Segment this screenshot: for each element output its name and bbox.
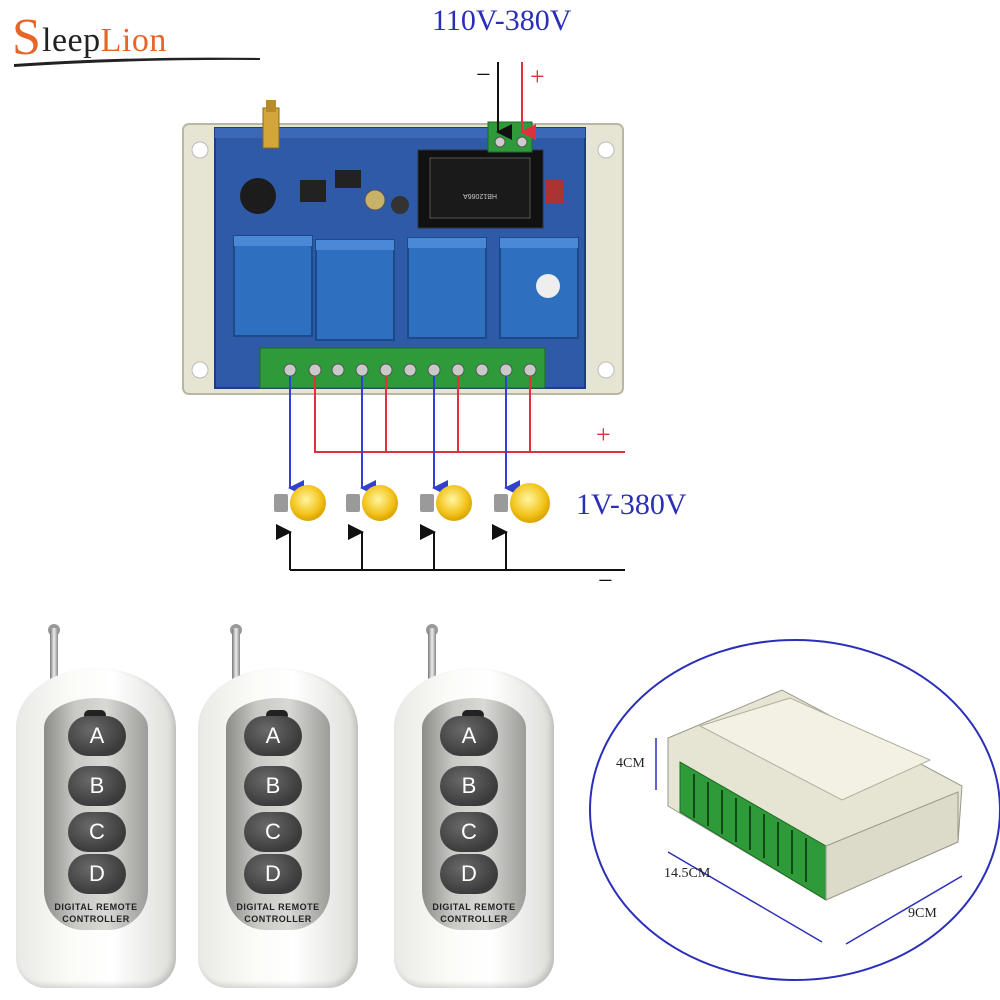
input-terminal-block (487, 121, 533, 153)
bulb-icon (346, 485, 398, 521)
logo-word-1: leep (42, 22, 101, 59)
remote-button-d[interactable]: D (68, 854, 126, 894)
remote-button-c[interactable]: C (68, 812, 126, 852)
remote-label-line1: DIGITAL REMOTE (236, 902, 320, 912)
relay-1 (233, 235, 313, 337)
remote-label-line2: CONTROLLER (244, 914, 312, 924)
load-positive-bus (314, 376, 625, 453)
antenna-icon (50, 628, 58, 686)
remote-button-a[interactable]: A (244, 716, 302, 756)
input-minus-sign: − (476, 60, 491, 89)
logo-swoosh (14, 57, 260, 67)
logo-wordmark: leepLion (42, 22, 167, 60)
load-plus-sign: + (596, 420, 611, 449)
remote-button-b[interactable]: B (244, 766, 302, 806)
antenna-icon (232, 628, 240, 686)
relay-2 (315, 239, 395, 341)
bulb-icon (274, 485, 326, 521)
bulb-icon (494, 483, 550, 523)
brand-logo: S leepLion (12, 9, 262, 67)
remote-label-line2: CONTROLLER (440, 914, 508, 924)
antenna-icon (428, 628, 436, 686)
remote-button-b[interactable]: B (440, 766, 498, 806)
logo-word-2: Lion (100, 22, 167, 59)
input-plus-sign: + (530, 62, 545, 91)
remote-button-c[interactable]: C (244, 812, 302, 852)
remote-label-line1: DIGITAL REMOTE (432, 902, 516, 912)
load-negative-bus (276, 524, 625, 571)
relay-3 (407, 237, 487, 339)
load-minus-sign: − (598, 566, 613, 595)
remote-label-line2: CONTROLLER (62, 914, 130, 924)
remote-led (462, 710, 484, 720)
remote-label-line1: DIGITAL REMOTE (54, 902, 138, 912)
remote-led (84, 710, 106, 720)
remote-button-b[interactable]: B (68, 766, 126, 806)
enclosure-dimension-drawing (589, 639, 1000, 981)
dimension-width-label: 9CM (908, 906, 937, 921)
remote-controller: A B C D DIGITAL REMOTE CONTROLLER (198, 624, 358, 988)
dimension-length-label: 14.5CM (664, 866, 711, 881)
remote-led (266, 710, 288, 720)
remote-button-a[interactable]: A (440, 716, 498, 756)
load-voltage-label: 1V-380V (576, 488, 687, 521)
relay-output-wires (288, 376, 520, 496)
svg-text:HB12066A: HB12066A (463, 192, 497, 199)
remote-controller: A B C D DIGITAL REMOTE CONTROLLER (16, 624, 176, 988)
remote-button-d[interactable]: D (440, 854, 498, 894)
remote-button-a[interactable]: A (68, 716, 126, 756)
bulb-icon (420, 485, 472, 521)
relay-4 (499, 237, 579, 339)
buzzer (240, 178, 276, 214)
output-terminal-block (259, 347, 546, 389)
logo-letter-s: S (12, 9, 41, 66)
dimension-height-label: 4CM (616, 756, 645, 771)
input-voltage-label: 110V-380V (432, 4, 572, 37)
remote-button-d[interactable]: D (244, 854, 302, 894)
remote-controller: A B C D DIGITAL REMOTE CONTROLLER (394, 624, 554, 988)
antenna-connector (262, 107, 280, 149)
remote-button-c[interactable]: C (440, 812, 498, 852)
relay-board: HB12066A (182, 100, 624, 395)
